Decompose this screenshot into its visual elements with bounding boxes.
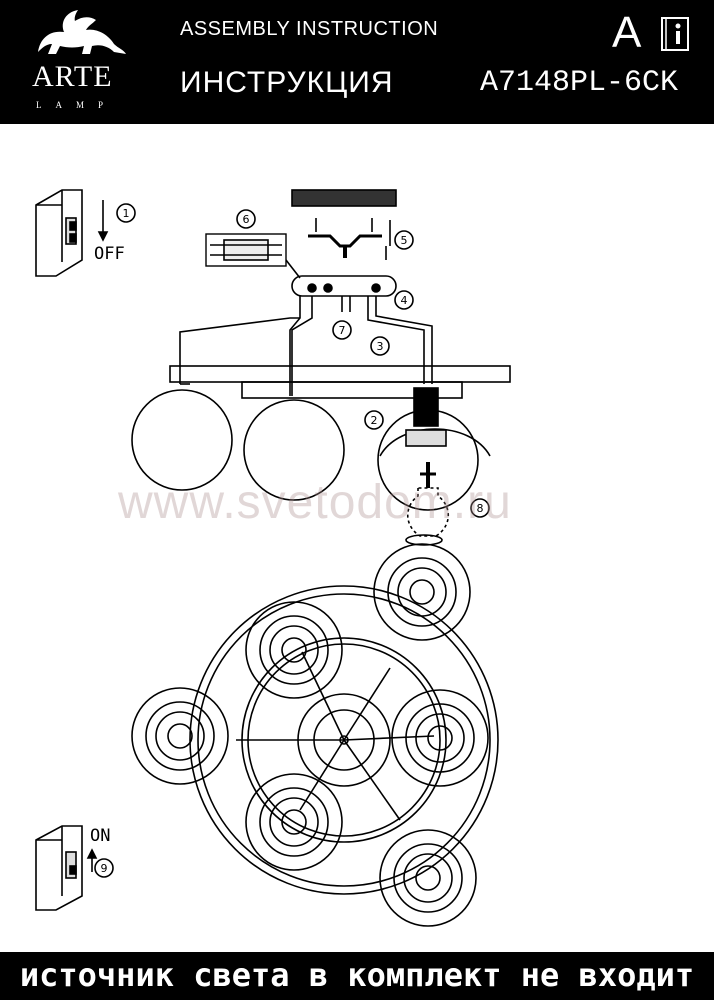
bulb-not-included-note: источник света в комплект не входит [19,956,695,994]
model-number: A7148PL-6CK [480,66,679,100]
step-number: 2 [371,414,378,427]
step-number: 6 [243,213,250,226]
step-number: 4 [401,294,408,307]
switch-on-label: ON [90,826,111,846]
lamp-top-6 [379,829,477,927]
version-letter: A [612,8,642,57]
lamp-top-3 [131,687,229,785]
lamp-top-5 [245,773,343,871]
lamp-top-1 [373,543,471,641]
switch-off-label: OFF [94,244,125,264]
title-russian: ИНСТРУКЦИЯ [180,66,394,99]
assembly-diagram: 1 6 5 4 3 7 2 8 9 [35,189,511,927]
watermark-text: www.svetodom.ru [118,476,512,529]
step-number: 8 [477,502,484,515]
step-number: 1 [123,207,130,220]
brand-logo-text: ARTE [32,60,113,93]
step-number: 9 [101,862,108,875]
info-book-icon [661,17,689,51]
step-number: 5 [401,234,408,247]
wall-switch-off-icon [35,189,83,277]
wall-switch-on-icon [35,825,83,911]
title-english: ASSEMBLY INSTRUCTION [180,18,439,40]
step-number: 7 [339,324,346,337]
brand-sub-text: LAMP [36,100,118,110]
step-number: 3 [377,340,384,353]
lamp-top-4 [391,689,489,787]
footer-bar: источник света в комплект не входит [0,952,714,1000]
griffin-logo-icon [38,10,126,54]
header-bar: ARTE LAMP ASSEMBLY INSTRUCTION ИНСТРУКЦИ… [0,0,714,124]
lamp-top-2 [245,601,343,699]
